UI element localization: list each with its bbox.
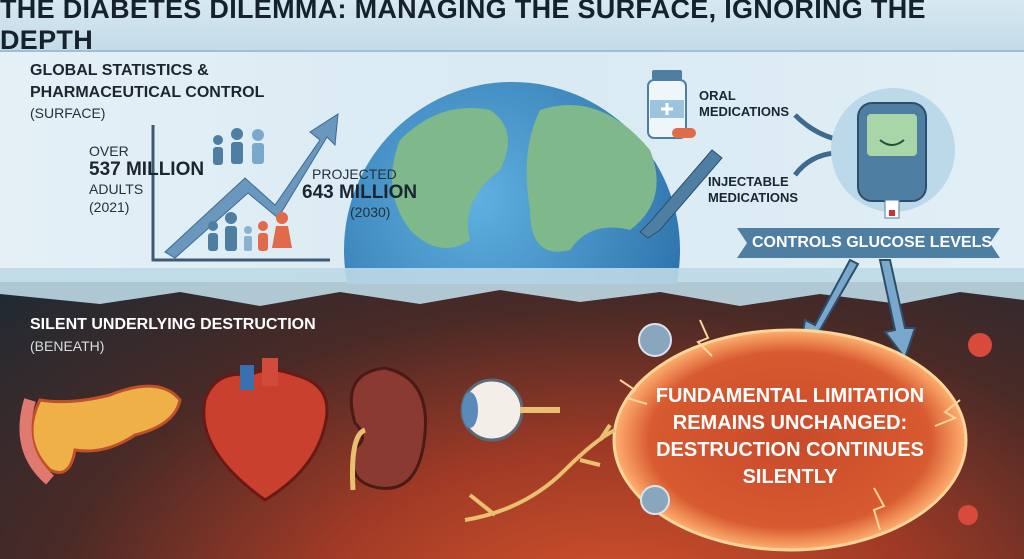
eye-icon — [460, 378, 560, 442]
heart-icon — [202, 358, 329, 502]
chart-axis-icon — [151, 125, 330, 262]
virus-icon — [958, 333, 992, 525]
surface-heading: GLOBAL STATISTICS & PHARMACEUTICAL CONTRO… — [30, 60, 264, 104]
depth-heading: SILENT UNDERLYING DESTRUCTION — [30, 316, 316, 333]
stat-2021: OVER 537 MILLION ADULTS (2021) — [89, 142, 204, 216]
banner-ribbon — [737, 228, 1000, 258]
stat-value: 537 MILLION — [89, 159, 205, 180]
down-arrow-icon — [798, 258, 917, 361]
limitation-line: SILENTLY — [742, 466, 838, 488]
label-line: INJECTABLE — [708, 174, 789, 189]
limitation-text: FUNDAMENTAL LIMITATION REMAINS UNCHANGED… — [640, 383, 940, 491]
stat-year: (2030) — [350, 204, 391, 220]
banner-label: CONTROLS GLUCOSE LEVELS — [752, 234, 993, 251]
people-icon — [208, 128, 292, 251]
growth-arrow-icon — [164, 113, 339, 259]
lightning-icon — [619, 319, 961, 531]
stat-year: (2021) — [89, 199, 130, 215]
nerve-icon — [464, 423, 616, 522]
label-line: ORAL — [699, 88, 736, 103]
depth-subheading: (BENEATH) — [30, 338, 105, 354]
limitation-line: FUNDAMENTAL LIMITATION — [655, 385, 925, 407]
page-title: THE DIABETES DILEMMA: MANAGING THE SURFA… — [0, 0, 926, 55]
globe-icon — [344, 82, 680, 284]
pill-bottle-icon — [647, 70, 696, 139]
kidney-icon — [349, 366, 427, 491]
ice-edge — [0, 268, 1024, 306]
label-line: MEDICATIONS — [699, 104, 790, 119]
stat-value: 643 MILLION — [302, 182, 418, 203]
glucose-meter-icon — [857, 102, 927, 219]
stat-2030: PROJECTED 643 MILLION (2030) — [302, 165, 417, 221]
heading-line: PHARMACEUTICAL CONTROL — [30, 84, 265, 101]
label-line: MEDICATIONS — [708, 190, 799, 205]
title-bar: THE DIABETES DILEMMA: MANAGING THE SURFA… — [0, 0, 1024, 55]
surface-subheading: (SURFACE) — [30, 105, 106, 121]
limitation-line: REMAINS UNCHANGED: — [672, 412, 908, 434]
stat-prefix: OVER — [89, 143, 129, 159]
pancreas-icon — [19, 384, 182, 485]
insulin-pen-icon — [639, 149, 723, 239]
limitation-line: DESTRUCTION CONTINUES — [656, 439, 924, 461]
stat-unit: ADULTS — [89, 181, 144, 197]
cell-icon — [638, 323, 672, 515]
heading-line: GLOBAL STATISTICS & — [30, 62, 209, 79]
stat-prefix: PROJECTED — [312, 166, 397, 182]
